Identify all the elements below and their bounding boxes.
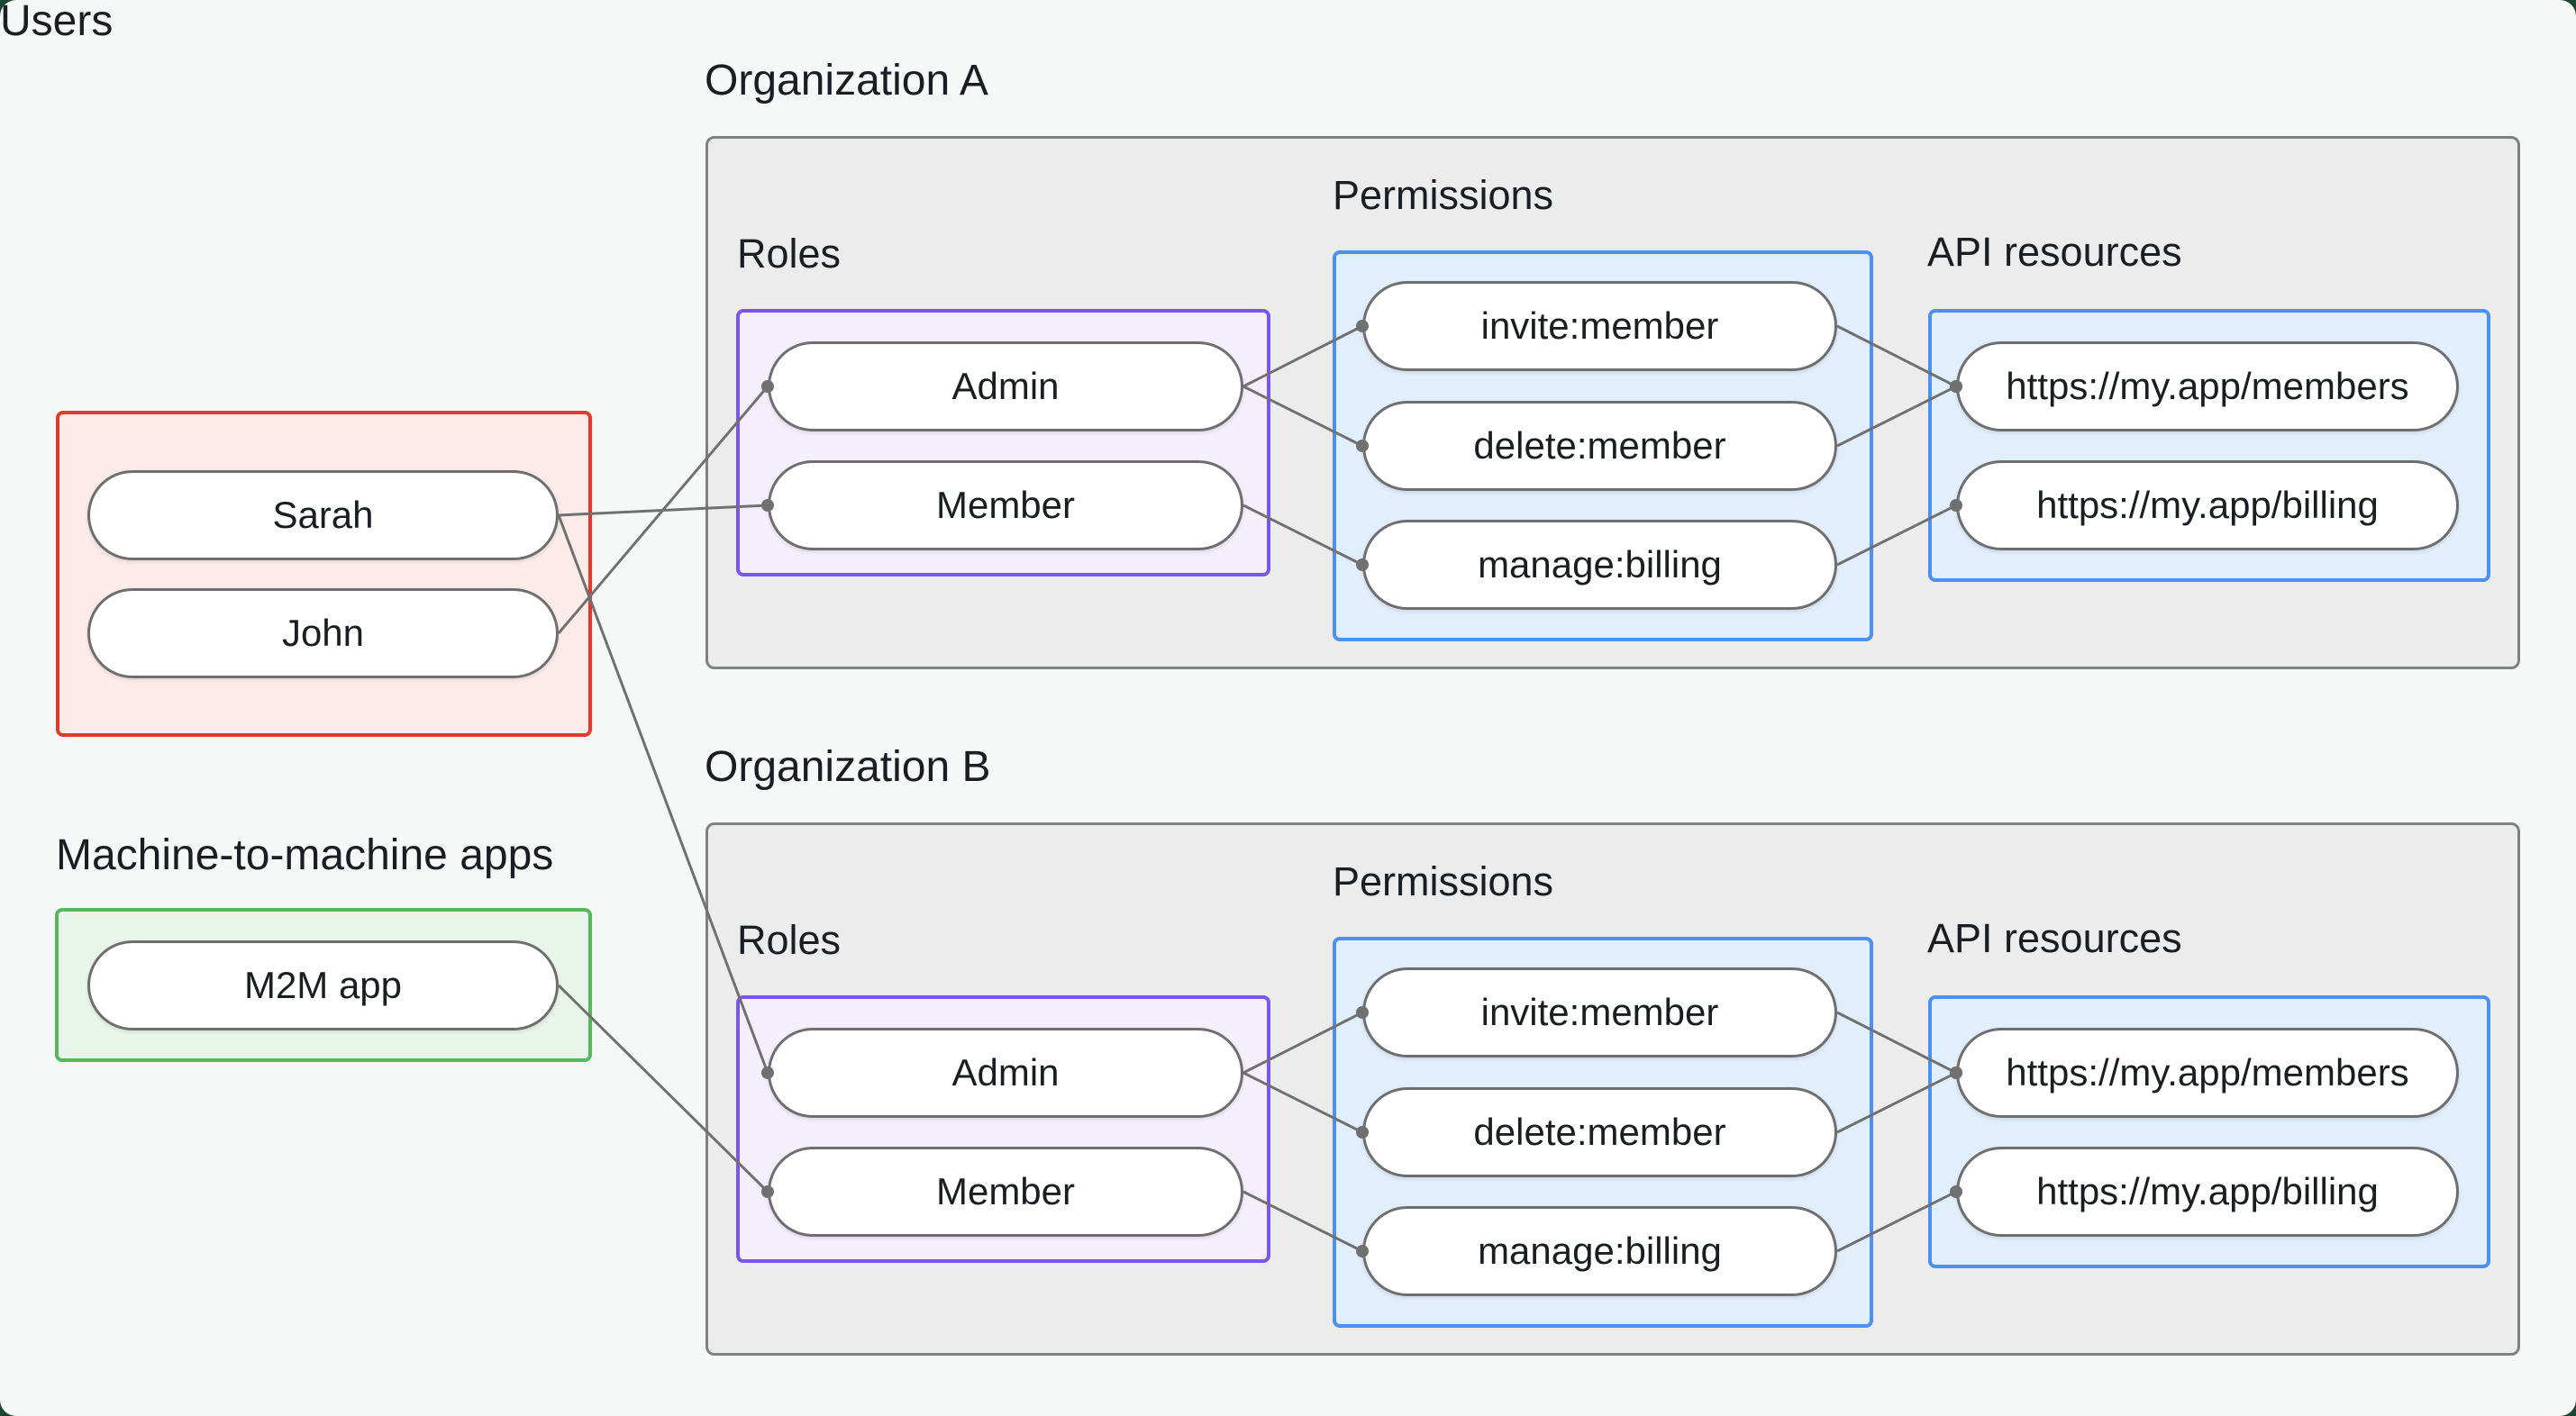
org-b-api-label: API resources	[1927, 915, 2182, 961]
org-a-roles-label: Roles	[737, 231, 842, 277]
org-b-permission-manage-billing: manage:billing	[1362, 1206, 1837, 1296]
org-a-api-label: API resources	[1927, 229, 2182, 275]
org-b-permissions-label: Permissions	[1333, 858, 1554, 904]
org-b-api-members-resource: https://my.app/members	[1956, 1028, 2459, 1118]
org-a-api-billing-resource: https://my.app/billing	[1956, 460, 2459, 550]
org-b-role-member: Member	[768, 1147, 1243, 1237]
org-b-api-billing-resource: https://my.app/billing	[1956, 1147, 2459, 1237]
org-b-role-admin: Admin	[768, 1028, 1243, 1118]
user-node-sarah: Sarah	[87, 470, 559, 560]
org-a-permission-delete-member: delete:member	[1362, 401, 1837, 491]
org-a-title: Organization A	[705, 57, 988, 104]
org-a-role-member: Member	[768, 460, 1243, 550]
user-node-john: John	[87, 588, 559, 678]
org-b-roles-label: Roles	[737, 917, 842, 963]
users-box	[56, 411, 592, 737]
org-b-permission-invite-member: invite:member	[1362, 967, 1837, 1057]
org-a-permission-manage-billing: manage:billing	[1362, 520, 1837, 610]
m2m-app-node: M2M app	[87, 940, 559, 1030]
org-a-role-admin: Admin	[768, 341, 1243, 431]
org-b-permission-delete-member: delete:member	[1362, 1087, 1837, 1177]
org-a-permissions-label: Permissions	[1333, 172, 1554, 218]
org-b-title: Organization B	[705, 743, 991, 791]
m2m-label: Machine-to-machine apps	[56, 831, 554, 879]
users-group-label: Users	[0, 0, 114, 45]
org-a-api-members-resource: https://my.app/members	[1956, 341, 2459, 431]
org-a-permission-invite-member: invite:member	[1362, 281, 1837, 371]
